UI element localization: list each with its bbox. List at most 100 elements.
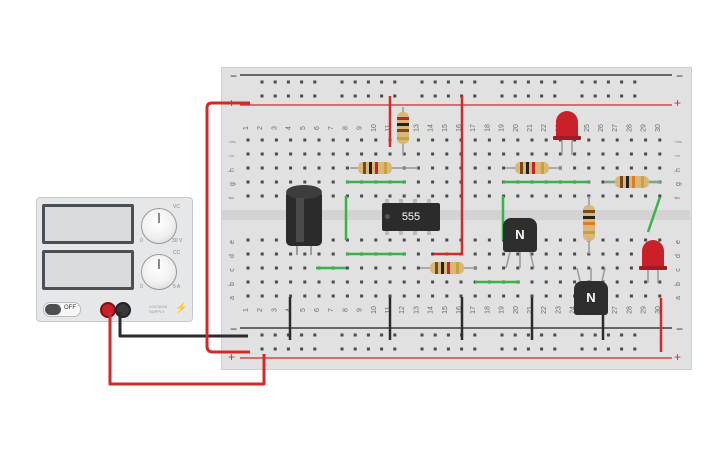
breadboard-hole <box>544 280 548 284</box>
resistor-1 <box>397 107 409 155</box>
column-number-top: 17 <box>470 124 477 132</box>
npn-transistor-1[interactable]: N <box>503 218 537 252</box>
breadboard-hole <box>331 252 335 256</box>
breadboard-hole <box>580 347 584 351</box>
breadboard-hole <box>300 347 304 351</box>
breadboard-hole <box>593 94 597 98</box>
rail-minus-top-left: − <box>230 69 237 83</box>
row-letter-left: c <box>229 268 236 272</box>
breadboard-hole <box>374 194 378 198</box>
breadboard-hole <box>303 266 307 270</box>
row-letter-left: f <box>229 197 236 199</box>
breadboard-hole <box>340 80 344 84</box>
breadboard-hole <box>300 333 304 337</box>
breadboard-hole <box>402 194 406 198</box>
breadboard-hole <box>416 266 420 270</box>
breadboard-hole <box>530 152 534 156</box>
column-number-bottom: 14 <box>428 306 435 314</box>
breadboard-hole <box>260 280 264 284</box>
breadboard-hole <box>260 294 264 298</box>
breadboard-hole <box>313 347 317 351</box>
breadboard-hole <box>388 194 392 198</box>
column-number-top: 20 <box>513 124 520 132</box>
breadboard-hole <box>601 252 605 256</box>
row-letter-right: i <box>675 155 682 157</box>
breadboard-hole <box>601 194 605 198</box>
breadboard-hole <box>615 294 619 298</box>
breadboard-hole <box>558 252 562 256</box>
breadboard-hole <box>431 238 435 242</box>
breadboard-hole <box>633 333 637 337</box>
brand-label: VOLTAGE SUPPLY <box>149 304 168 314</box>
breadboard-hole <box>615 166 619 170</box>
breadboard-hole <box>303 252 307 256</box>
voltage-knob[interactable] <box>141 208 177 244</box>
breadboard-hole <box>331 280 335 284</box>
ic-notch <box>385 214 390 219</box>
power-switch[interactable]: OFF <box>43 302 81 317</box>
breadboard-hole <box>473 138 477 142</box>
breadboard-hole <box>544 294 548 298</box>
breadboard-hole <box>246 180 250 184</box>
npn-transistor-2[interactable]: N <box>574 281 608 315</box>
breadboard-hole <box>601 238 605 242</box>
breadboard-hole <box>317 180 321 184</box>
breadboard-hole <box>487 194 491 198</box>
column-number-top: 30 <box>655 124 662 132</box>
breadboard-hole <box>558 294 562 298</box>
breadboard-hole <box>260 94 264 98</box>
breadboard-hole <box>544 238 548 242</box>
led-top <box>553 111 581 155</box>
breadboard-hole <box>331 194 335 198</box>
breadboard-hole <box>573 238 577 242</box>
breadboard-hole <box>502 294 506 298</box>
voltage-mark: VC <box>173 204 180 210</box>
column-number-top: 26 <box>598 124 605 132</box>
column-number-bottom: 5 <box>300 308 307 312</box>
breadboard-hole <box>473 180 477 184</box>
row-letter-left: g <box>229 182 236 186</box>
ic-555-timer[interactable]: 555 <box>382 203 440 231</box>
current-min-label: 0 <box>140 284 143 290</box>
column-number-bottom: 7 <box>328 308 335 312</box>
column-number-top: 6 <box>314 126 321 130</box>
breadboard-labels: 1122334455667788991010111112121313141415… <box>229 124 682 314</box>
bolt-icon: ⚡ <box>175 303 188 314</box>
power-supply[interactable]: VC CC 0 30 V 0 5 A OFF VOLTAGE SUPPLY ⚡ <box>36 197 193 322</box>
breadboard-hole <box>431 138 435 142</box>
breadboard-hole <box>620 347 624 351</box>
breadboard-hole <box>487 138 491 142</box>
breadboard-hole <box>289 266 293 270</box>
breadboard-hole <box>246 152 250 156</box>
column-number-bottom: 17 <box>470 306 477 314</box>
breadboard-hole <box>360 138 364 142</box>
breadboard-hole <box>317 138 321 142</box>
breadboard-hole <box>473 80 477 84</box>
row-letter-right: f <box>675 197 682 199</box>
resistor-4 <box>605 176 662 188</box>
breadboard-hole <box>402 152 406 156</box>
breadboard-hole <box>331 138 335 142</box>
breadboard-hole <box>388 238 392 242</box>
current-knob[interactable] <box>141 254 177 290</box>
column-number-bottom: 29 <box>641 306 648 314</box>
breadboard-hole <box>516 266 520 270</box>
breadboard-hole <box>601 166 605 170</box>
breadboard-hole <box>500 94 504 98</box>
breadboard-hole <box>420 347 424 351</box>
row-letter-right: b <box>675 282 682 286</box>
breadboard-hole <box>340 347 344 351</box>
breadboard-hole <box>303 152 307 156</box>
breadboard-hole <box>658 166 662 170</box>
breadboard-hole <box>360 238 364 242</box>
breadboard-hole <box>366 347 370 351</box>
current-display <box>42 250 134 290</box>
breadboard-hole <box>487 266 491 270</box>
breadboard-hole <box>633 94 637 98</box>
breadboard-hole <box>374 294 378 298</box>
breadboard-hole <box>544 194 548 198</box>
breadboard-hole <box>289 280 293 284</box>
breadboard-hole <box>416 152 420 156</box>
